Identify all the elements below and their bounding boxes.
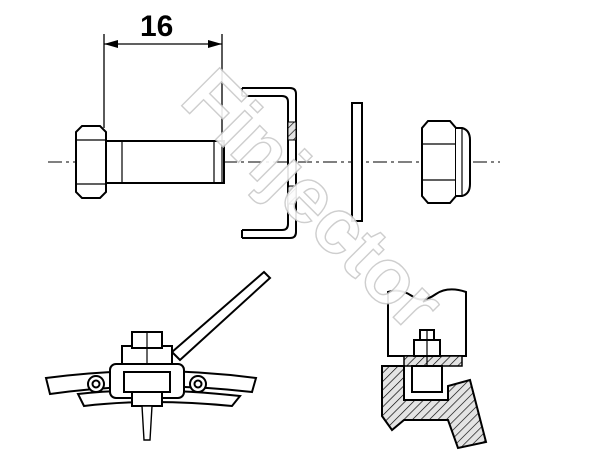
- bolt: [75, 125, 225, 199]
- washer: [351, 102, 363, 222]
- installed-side-view: [381, 288, 488, 450]
- bracket: [241, 87, 297, 239]
- lock-nut: [421, 120, 471, 204]
- watermark: Finjector: [166, 52, 461, 347]
- installed-section-view: [44, 270, 272, 441]
- length-dimension: [103, 34, 223, 140]
- dimension-label: 16: [140, 10, 173, 43]
